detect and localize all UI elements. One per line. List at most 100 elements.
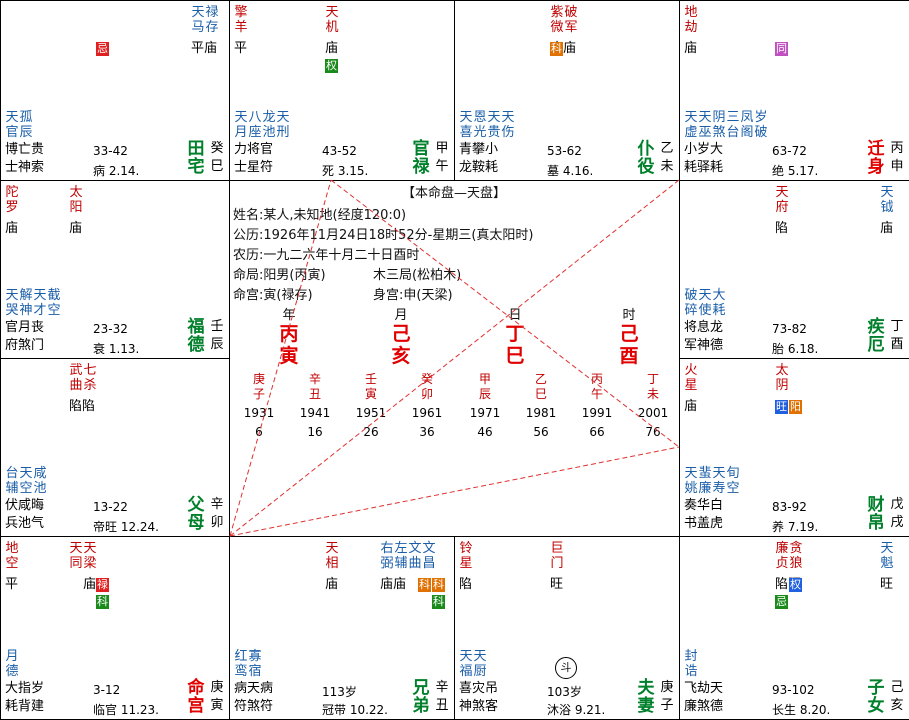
minor-star: 阴煞: [712, 110, 726, 140]
pillar-branch: 巳: [505, 345, 525, 367]
dou-circle: 斗: [555, 657, 577, 679]
age-range: 43-52: [322, 144, 357, 158]
luck-stem: 乙: [534, 372, 547, 386]
minor-star: 红鸾: [234, 649, 248, 679]
minor-star: 天姚: [684, 466, 698, 496]
palace-name: 田宅: [187, 139, 205, 177]
major-star: 天府: [775, 185, 789, 215]
luck-year: 1961: [411, 406, 443, 420]
luck-age: 76: [645, 425, 661, 439]
pillar-label: 时: [622, 308, 636, 323]
age-range: 23-32: [93, 322, 128, 336]
age-range: 53-62: [547, 144, 582, 158]
hua-badge: 科: [418, 578, 431, 592]
stem-branch: 辛卯: [210, 497, 224, 530]
star-status: 庙: [325, 41, 339, 56]
luck-year: 1971: [469, 406, 501, 420]
hua-badge: 阳: [789, 400, 802, 414]
luck-stem: 甲: [478, 372, 491, 386]
minor-star: 天官: [5, 110, 19, 140]
major-star: 文曲: [408, 541, 422, 571]
minor-star: 天使: [698, 288, 712, 318]
god-row-2: 府煞门: [5, 338, 45, 353]
minor-star: 天福: [459, 649, 473, 679]
god-row-1: 将息龙: [684, 320, 724, 335]
age-range: 63-72: [772, 144, 807, 158]
god-row-1: 伏咸晦: [5, 498, 45, 513]
major-star: 右弼: [380, 541, 394, 571]
age-range: 93-102: [772, 683, 815, 697]
hua-badge: 权: [325, 59, 338, 73]
god-row-1: 博亡贵: [5, 142, 45, 157]
minor-star: 咸池: [33, 466, 47, 496]
minor-star: 龙池: [262, 110, 276, 140]
major-star: 巨门: [550, 541, 564, 571]
minor-star: 蜚廉: [698, 466, 712, 496]
luck-branch: 辰: [478, 387, 491, 401]
luck-branch: 丑: [308, 387, 321, 401]
god-row-1: 喜灾吊: [459, 681, 499, 696]
minor-star: 天才: [33, 288, 47, 318]
life-stage: 绝 5.17.: [772, 164, 819, 178]
hua-badge: 忌: [775, 595, 788, 609]
life-stage: 临官 11.23.: [93, 703, 159, 717]
god-row-2: 士神索: [5, 160, 45, 175]
life-stage: 养 7.19.: [772, 520, 819, 534]
major-star: 地劫: [684, 5, 698, 35]
major-star: 文昌: [422, 541, 436, 571]
minor-star: 天贵: [487, 110, 501, 140]
life-stage: 长生 8.20.: [772, 703, 831, 717]
star-status: 庙: [83, 577, 97, 592]
minor-star: 天巫: [698, 110, 712, 140]
major-star: 火星: [684, 363, 698, 393]
major-star: 破军: [564, 5, 578, 35]
name-line: 姓名:某人,未知地(经度120:0): [233, 208, 407, 223]
luck-stem: 庚: [252, 372, 265, 386]
palace-name: 兄弟: [412, 678, 430, 716]
major-star: 天魁: [880, 541, 894, 571]
god-row-1: 官月丧: [5, 320, 45, 335]
mingju: 命局:阳男(丙寅): [233, 268, 326, 283]
life-stage: 衰 1.13.: [93, 342, 140, 356]
god-row-2: 士星符: [234, 160, 274, 175]
age-range: 33-42: [93, 144, 128, 158]
minor-star: 凤阁: [740, 110, 754, 140]
star-status: 平庙: [191, 41, 218, 56]
minor-star: 天喜: [459, 110, 473, 140]
mingju-element: 木三局(松柏木): [373, 268, 462, 283]
luck-branch: 卯: [420, 387, 433, 401]
god-row-2: 耗驿耗: [684, 160, 724, 175]
hua-badge: 科: [432, 595, 445, 609]
hua-badge: 权: [789, 578, 802, 592]
star-status: 庙: [325, 577, 339, 592]
age-range: 3-12: [93, 683, 121, 697]
age-range: 83-92: [772, 500, 807, 514]
age-range: 113岁: [322, 685, 357, 699]
star-status: 平: [234, 41, 248, 56]
god-row-1: 力将官: [234, 142, 274, 157]
center-panel: 【本命盘—天盘】姓名:某人,未知地(经度120:0)公历:1926年11月24日…: [229, 180, 679, 536]
star-status: 庙: [684, 41, 698, 56]
palace-name: 疾厄: [867, 317, 885, 355]
pillar-stem: 己: [619, 323, 639, 345]
major-star: 天机: [325, 5, 339, 35]
pillar-label: 年: [282, 308, 296, 323]
palace-name: 命宫: [187, 678, 205, 716]
luck-branch: 未: [646, 387, 659, 401]
god-row-2: 耗背建: [5, 699, 45, 714]
